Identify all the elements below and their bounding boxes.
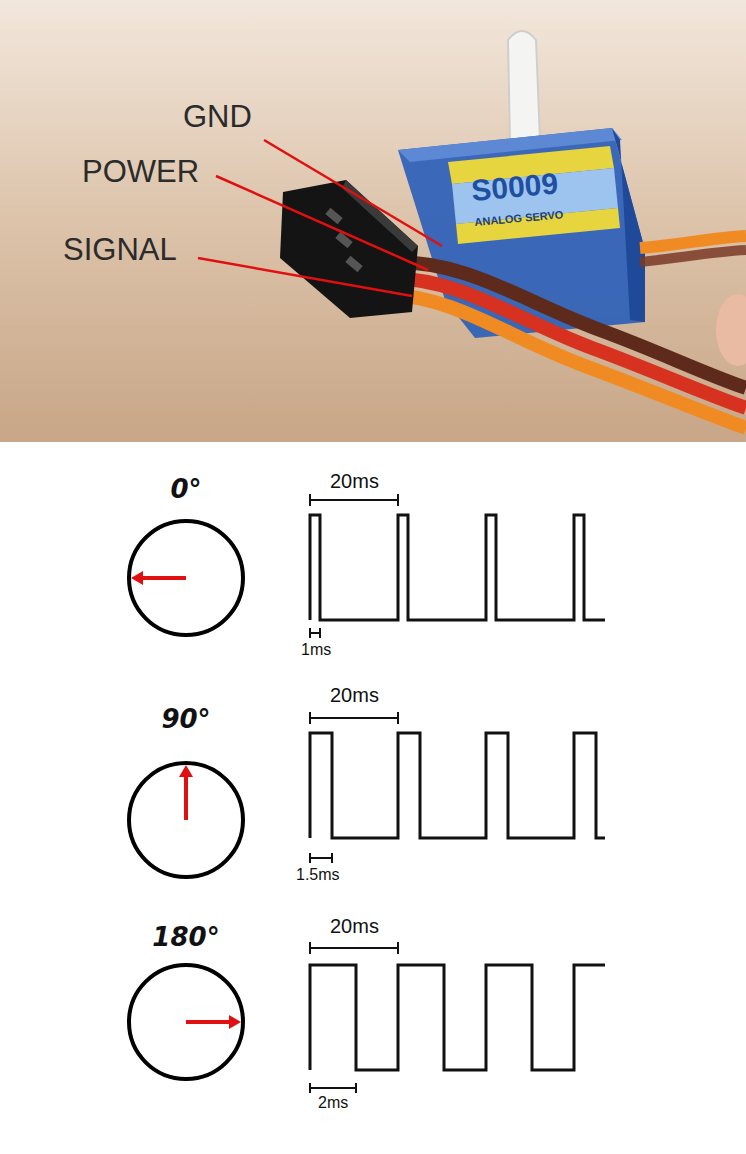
dial-pointer bbox=[186, 1020, 229, 1024]
dial-outline bbox=[129, 763, 243, 877]
text-label: 1ms bbox=[301, 641, 331, 659]
text-label: 20ms bbox=[330, 470, 379, 492]
servo-photo bbox=[0, 0, 746, 442]
dimension-brackets bbox=[310, 494, 398, 1093]
pointer-head bbox=[229, 1015, 241, 1029]
angle-label: 180° bbox=[126, 918, 246, 953]
text-label: 20ms bbox=[330, 915, 379, 937]
angle-dial: 180° bbox=[126, 918, 246, 1086]
text-label: 20ms bbox=[330, 684, 379, 706]
text-label: SIGNAL bbox=[63, 233, 177, 267]
dial-pointer bbox=[143, 576, 186, 580]
angle-dial: 0° bbox=[126, 470, 246, 642]
dial-pointer bbox=[184, 777, 188, 820]
text-label: 2ms bbox=[318, 1094, 348, 1112]
pwm-waveforms bbox=[310, 515, 605, 1070]
text-label: POWER bbox=[82, 155, 199, 189]
pointer-head bbox=[131, 571, 143, 585]
dial-outline bbox=[129, 965, 243, 1079]
pointer-head bbox=[179, 765, 193, 777]
angle-label: 90° bbox=[126, 700, 246, 735]
text-label: GND bbox=[183, 100, 252, 134]
leader-lines bbox=[198, 140, 442, 296]
angle-label: 0° bbox=[126, 470, 246, 505]
dial-outline bbox=[129, 521, 243, 635]
angle-dial: 90° bbox=[126, 700, 246, 884]
text-label: 1.5ms bbox=[296, 866, 340, 884]
